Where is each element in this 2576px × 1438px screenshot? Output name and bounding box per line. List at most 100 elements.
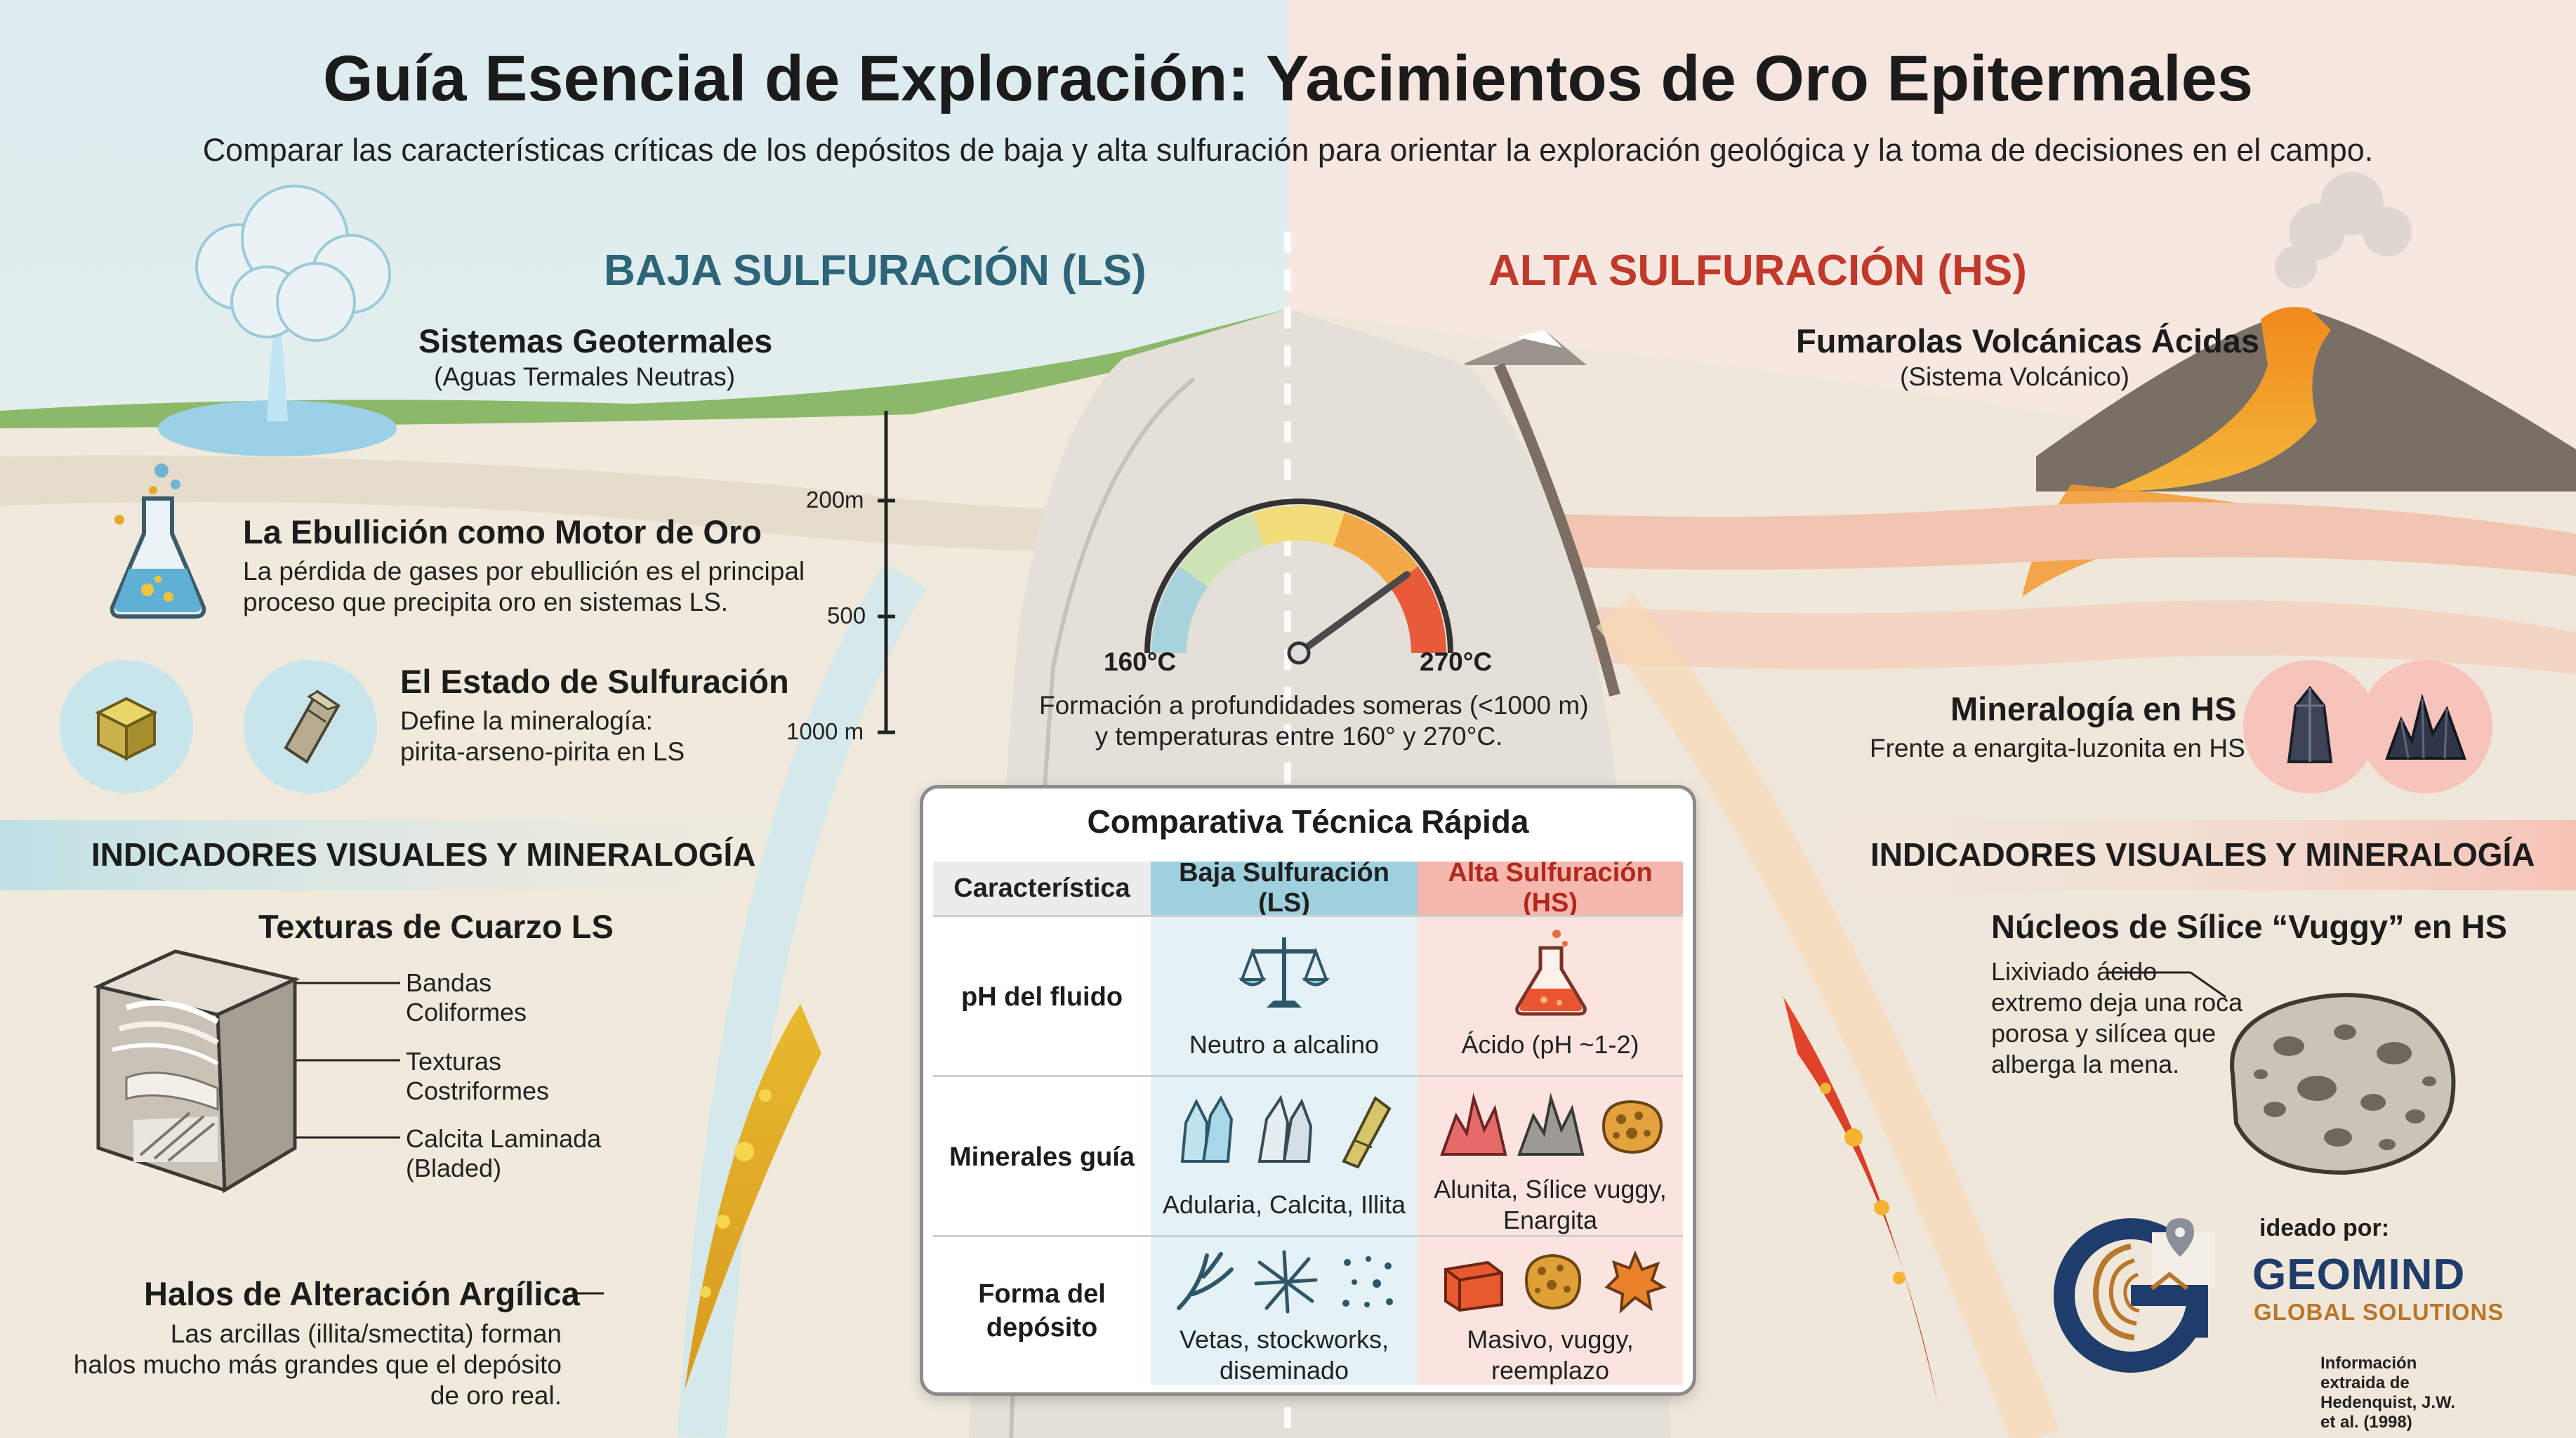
comparison-table-card: Comparativa Técnica Rápida Característic… bbox=[920, 785, 1696, 1396]
scales-icon bbox=[1239, 937, 1330, 1008]
table-row-3-ls-text-2: diseminado bbox=[1219, 1356, 1349, 1385]
quartz-texture-block-icon bbox=[93, 949, 300, 1194]
ls-boiling-text-1: La pérdida de gases por ebullición es el… bbox=[243, 557, 805, 586]
ls-label-coliform-1: Bandas bbox=[406, 968, 492, 997]
ls-label-coliform-2: Coliformes bbox=[406, 998, 527, 1027]
table-header-hs: Alta Sulfuración (HS) bbox=[1418, 858, 1683, 918]
pyrite-cube-icon bbox=[95, 697, 158, 761]
geomind-logo-icon bbox=[2054, 1218, 2215, 1373]
ls-indicators-band-title: INDICADORES VISUALES Y MINERALOGÍA bbox=[91, 836, 756, 873]
ls-boiling-text-2: proceso que precipita oro en sistemas LS… bbox=[243, 588, 729, 616]
veins-icon bbox=[1177, 1252, 1234, 1310]
luzonite-cluster-icon bbox=[2385, 693, 2466, 760]
massive-block-icon bbox=[1444, 1260, 1503, 1312]
gauge-segment bbox=[1151, 566, 1208, 653]
hs-vuggy-text-3: porosa y silícea que bbox=[1991, 1019, 2217, 1048]
ls-boiling-title: La Ebullición como Motor de Oro bbox=[243, 513, 762, 550]
gauge-hub bbox=[1287, 641, 1311, 665]
source-credit: Información extraida de Hedenquist, J.W.… bbox=[2320, 1354, 2456, 1432]
hs-mineralogy-text: Frente a enargita-luzonita en HS bbox=[1870, 734, 2245, 763]
ls-halo-text-1: Las arcillas (illita/smectita) forman bbox=[170, 1319, 562, 1348]
table-row-2-hs-text-1: Alunita, Sílice vuggy, bbox=[1434, 1175, 1667, 1203]
gauge-caption-2: y temperaturas entre 160° y 270°C. bbox=[1095, 722, 1503, 751]
table-row-1-ls: Neutro a alcalino bbox=[1151, 915, 1418, 1077]
ls-geothermal-subtitle: (Aguas Termales Neutras) bbox=[434, 362, 736, 391]
disseminated-icon bbox=[1342, 1256, 1393, 1307]
gauge-caption-1: Formación a profundidades someras (<1000… bbox=[1039, 691, 1589, 720]
page-title: Guía Esencial de Exploración: Yacimiento… bbox=[322, 43, 2254, 114]
gauge-segment bbox=[1253, 506, 1345, 546]
hs-vuggy-text-1: Lixiviado ácido bbox=[1991, 957, 2158, 986]
ls-label-bladed-2: (Bladed) bbox=[406, 1154, 502, 1182]
table-row-1-hs-text: Ácido (pH ~1-2) bbox=[1461, 1030, 1639, 1059]
vuggy-silica-rock-icon bbox=[2230, 993, 2456, 1175]
table-row-1-ls-text: Neutro a alcalino bbox=[1189, 1030, 1380, 1059]
ls-geothermal-title: Sistemas Geotermales bbox=[418, 322, 773, 360]
gauge-min-label: 160°C bbox=[1104, 647, 1177, 676]
table-row-1-label: pH del fluido bbox=[933, 915, 1151, 1077]
table-row-1-hs: Ácido (pH ~1-2) bbox=[1418, 915, 1683, 1077]
ls-section-title: BAJA SULFURACIÓN (LS) bbox=[604, 246, 1147, 295]
table-row-3-ls: Vetas, stockworks, diseminado bbox=[1151, 1235, 1418, 1385]
ls-quartz-title: Texturas de Cuarzo LS bbox=[258, 908, 614, 945]
ls-sulfidation-title: El Estado de Sulfuración bbox=[400, 663, 789, 700]
enargite-crystal-icon bbox=[2287, 685, 2333, 763]
flask-acid-icon bbox=[1515, 930, 1587, 1016]
calcite-crystal-icon bbox=[1257, 1095, 1313, 1163]
hs-section-title: ALTA SULFURACIÓN (HS) bbox=[1488, 246, 2027, 295]
hs-mineralogy-title: Mineralogía en HS bbox=[1950, 690, 2237, 727]
gauge-segment bbox=[1389, 566, 1446, 653]
hs-vuggy-text-4: alberga la mena. bbox=[1991, 1050, 2180, 1078]
table-row-2-hs: Alunita, Sílice vuggy, Enargita bbox=[1418, 1075, 1683, 1237]
hs-indicators-band-title: INDICADORES VISUALES Y MINERALOGÍA bbox=[1870, 836, 2535, 873]
table-row-3-hs-text-2: reemplazo bbox=[1491, 1356, 1610, 1385]
page-subtitle: Comparar las características críticas de… bbox=[202, 132, 2374, 168]
vuggy-nodule-icon bbox=[1524, 1253, 1582, 1310]
hs-fumarole-title: Fumarolas Volcánicas Ácidas bbox=[1796, 322, 2260, 360]
depth-200: 200m bbox=[806, 487, 864, 513]
table-row-2-label: Minerales guía bbox=[933, 1075, 1151, 1237]
table-header-ls: Baja Sulfuración (LS) bbox=[1151, 858, 1418, 918]
hs-vuggy-title: Núcleos de Sílice “Vuggy” en HS bbox=[1991, 908, 2507, 945]
ideado-label: ideado por: bbox=[2259, 1215, 2390, 1241]
ls-label-crustiform-2: Costriformes bbox=[406, 1076, 550, 1105]
depth-500: 500 bbox=[827, 602, 866, 628]
gauge-segment bbox=[1333, 513, 1418, 587]
hs-vuggy-text-2: extremo deja una roca bbox=[1991, 988, 2243, 1017]
table-header-feature: Característica bbox=[933, 862, 1151, 915]
hs-fumarole-subtitle: (Sistema Volcánico) bbox=[1900, 362, 2129, 391]
illite-crystal-icon bbox=[1342, 1095, 1392, 1168]
brand-name: GEOMIND bbox=[2252, 1251, 2466, 1299]
table-row-2-ls-text: Adularia, Calcita, Illita bbox=[1162, 1190, 1406, 1219]
stockwork-icon bbox=[1254, 1250, 1318, 1314]
gauge-segment bbox=[1180, 513, 1264, 587]
ls-halo-text-2: halos mucho más grandes que el depósito bbox=[73, 1350, 562, 1379]
replacement-leaf-icon bbox=[1604, 1250, 1667, 1314]
ls-sulfidation-text-1: Define la mineralogía: bbox=[400, 706, 653, 735]
table-row-2-ls: Adularia, Calcita, Illita bbox=[1151, 1075, 1418, 1237]
brand-tagline: GLOBAL SOLUTIONS bbox=[2254, 1299, 2504, 1325]
quartz-crystal-icon bbox=[1180, 1095, 1234, 1163]
table-row-3-ls-text-1: Vetas, stockworks, bbox=[1179, 1325, 1389, 1354]
gauge-max-label: 270°C bbox=[1420, 647, 1493, 676]
alunite-crystal-icon bbox=[1440, 1093, 1507, 1156]
comparison-table-title: Comparativa Técnica Rápida bbox=[1087, 803, 1529, 840]
ls-halo-text-3: de oro real. bbox=[430, 1381, 562, 1410]
table-row-3-label-2: depósito bbox=[986, 1313, 1098, 1343]
table-row-3-label: Forma del depósito bbox=[933, 1235, 1151, 1385]
temperature-gauge bbox=[1144, 499, 1453, 665]
arsenopyrite-crystal-icon bbox=[284, 690, 341, 764]
table-row-2-hs-text-2: Enargita bbox=[1502, 1206, 1598, 1234]
gauge-outline bbox=[1144, 499, 1453, 654]
flask-icon bbox=[110, 463, 206, 619]
ls-label-crustiform-1: Texturas bbox=[406, 1047, 502, 1076]
ls-halo-title: Halos de Alteración Argílica bbox=[144, 1275, 580, 1312]
vuggy-rock-icon bbox=[1601, 1100, 1663, 1154]
ls-sulfidation-text-2: pirita-arseno-pirita en LS bbox=[400, 737, 685, 766]
table-row-3-hs-text-1: Masivo, vuggy, bbox=[1467, 1325, 1634, 1354]
silica-crystal-icon bbox=[1517, 1093, 1585, 1156]
gauge-needle bbox=[1295, 571, 1411, 657]
table-row-3-label-1: Forma del bbox=[978, 1279, 1106, 1309]
ls-label-bladed-1: Calcita Laminada bbox=[406, 1124, 602, 1153]
depth-1000: 1000 m bbox=[786, 718, 864, 744]
